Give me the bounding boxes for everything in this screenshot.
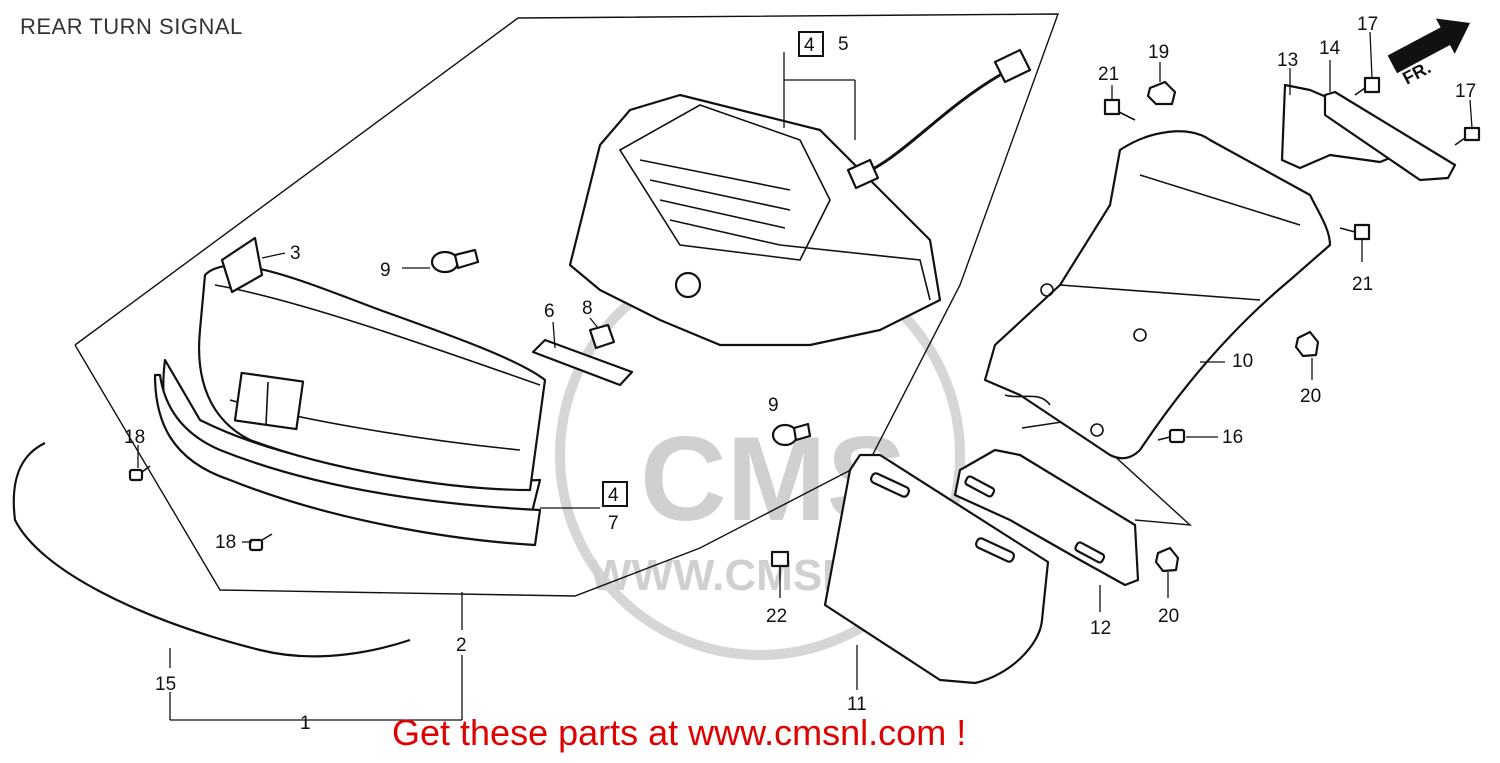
socket-part-8 xyxy=(588,323,616,350)
label-part-22: 22 xyxy=(766,606,787,627)
label-part-18-upper: 18 xyxy=(124,427,145,448)
label-part-20-lower: 20 xyxy=(1158,606,1179,627)
label-part-8: 8 xyxy=(582,298,593,319)
footer-link[interactable]: Get these parts at www.cmsnl.com ! xyxy=(392,712,967,753)
label-part-7: 7 xyxy=(608,513,619,534)
nut-part-19 xyxy=(1146,80,1177,106)
leader-lines xyxy=(137,31,1473,728)
label-part-17-upper: 17 xyxy=(1357,14,1378,35)
label-part-2: 2 xyxy=(456,635,467,656)
label-part-21-upper: 21 xyxy=(1098,64,1119,85)
plate-bracket-outline xyxy=(1021,419,1193,526)
label-part-5: 5 xyxy=(838,34,849,55)
label-part-14: 14 xyxy=(1319,38,1341,59)
screw-part-18-lower xyxy=(248,533,273,552)
nut-part-20-upper xyxy=(1294,330,1320,358)
label-part-12: 12 xyxy=(1090,618,1111,639)
label-part-9-upper: 9 xyxy=(380,260,391,281)
label-part-15: 15 xyxy=(155,674,176,695)
plate-lens-part-6 xyxy=(531,338,634,387)
license-plate-part-11 xyxy=(823,453,1050,685)
label-part-16: 16 xyxy=(1222,427,1243,448)
svg-text:4: 4 xyxy=(608,485,619,506)
reflector-part-3 xyxy=(220,236,264,294)
label-part-17-lower: 17 xyxy=(1455,81,1476,102)
label-part-18-lower: 18 xyxy=(215,532,236,553)
bulb-part-9-lower xyxy=(771,422,812,447)
label-part-3: 3 xyxy=(290,243,301,264)
label-part-20-upper: 20 xyxy=(1300,386,1321,407)
label-part-21-lower: 21 xyxy=(1352,274,1373,295)
label-part-11: 11 xyxy=(847,694,867,715)
label-part-19: 19 xyxy=(1148,42,1169,63)
bolt-part-16 xyxy=(1157,428,1186,444)
bolt-part-21-lower xyxy=(1339,223,1371,241)
bolt-part-17-lower xyxy=(1454,126,1481,146)
rubber-strip-part-15 xyxy=(12,442,411,658)
diagram-title: REAR TURN SIGNAL xyxy=(20,14,243,39)
label-part-1: 1 xyxy=(300,713,311,734)
stay-part-14 xyxy=(1323,90,1457,182)
boxed-ref-lower: 4 xyxy=(602,481,628,507)
label-part-13: 13 xyxy=(1277,50,1298,71)
rear-fender-part-10 xyxy=(983,130,1332,460)
turn-signal-lens-part-2 xyxy=(153,264,547,547)
svg-text:4: 4 xyxy=(804,35,815,56)
label-part-9-lower: 9 xyxy=(768,395,779,416)
bolt-part-22 xyxy=(770,550,790,580)
bolt-part-21-upper xyxy=(1103,98,1136,121)
label-part-6: 6 xyxy=(544,301,555,322)
boxed-ref-upper: 4 xyxy=(798,31,824,57)
screw-part-18-upper xyxy=(128,465,151,482)
front-direction-arrow: FR. xyxy=(1387,18,1471,89)
label-part-10: 10 xyxy=(1232,351,1253,372)
bulb-part-9-upper xyxy=(430,248,480,274)
bracket-part-12 xyxy=(953,448,1140,587)
nut-part-20-lower xyxy=(1154,546,1180,573)
light-base-part-5 xyxy=(568,48,1032,347)
bolt-part-17-upper xyxy=(1354,76,1381,96)
